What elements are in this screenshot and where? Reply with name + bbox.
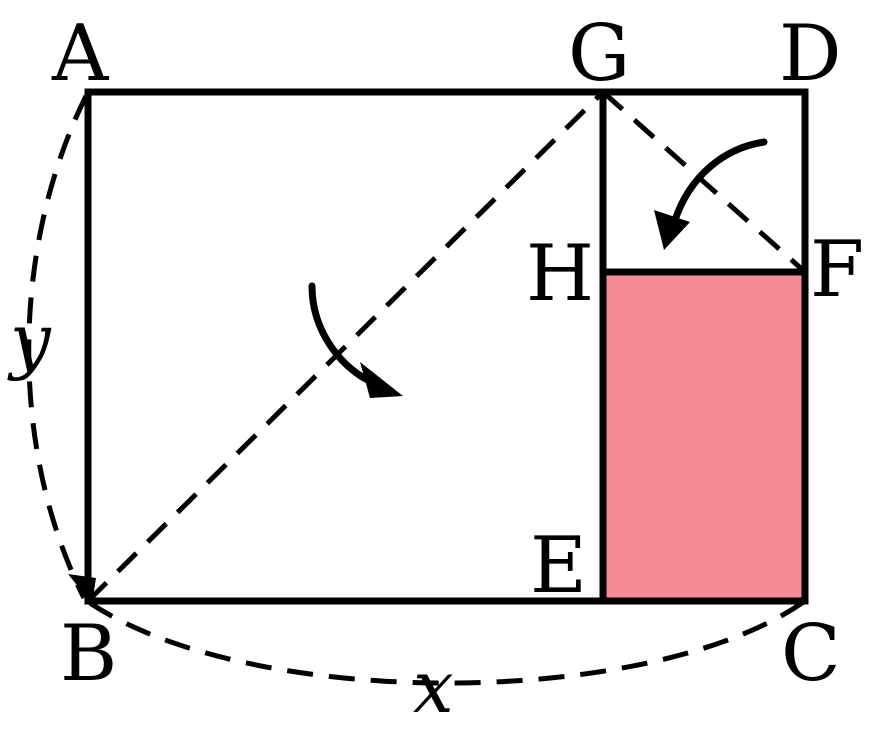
variable-y: y bbox=[7, 298, 52, 382]
fold-arrow-small-head bbox=[654, 210, 690, 250]
height-arc-arrowhead bbox=[68, 574, 96, 604]
fold-arrow-large-head bbox=[360, 362, 403, 398]
label-a: A bbox=[51, 9, 110, 99]
label-c: C bbox=[781, 609, 841, 699]
fold-line-bg bbox=[86, 90, 605, 603]
label-b: B bbox=[60, 609, 117, 699]
fold-arrow-small bbox=[671, 138, 768, 224]
height-arc-ab bbox=[26, 94, 89, 600]
label-g: G bbox=[568, 9, 630, 99]
width-arc-bc bbox=[88, 598, 807, 686]
rectangle-abcd bbox=[84, 88, 809, 605]
fold-line-gf bbox=[601, 90, 807, 274]
shaded-rectangle-hfce bbox=[603, 272, 805, 601]
label-d: D bbox=[779, 9, 842, 99]
label-e: E bbox=[530, 521, 587, 611]
label-h: H bbox=[526, 229, 594, 319]
label-f: F bbox=[810, 225, 864, 315]
variable-x: x bbox=[413, 645, 454, 729]
